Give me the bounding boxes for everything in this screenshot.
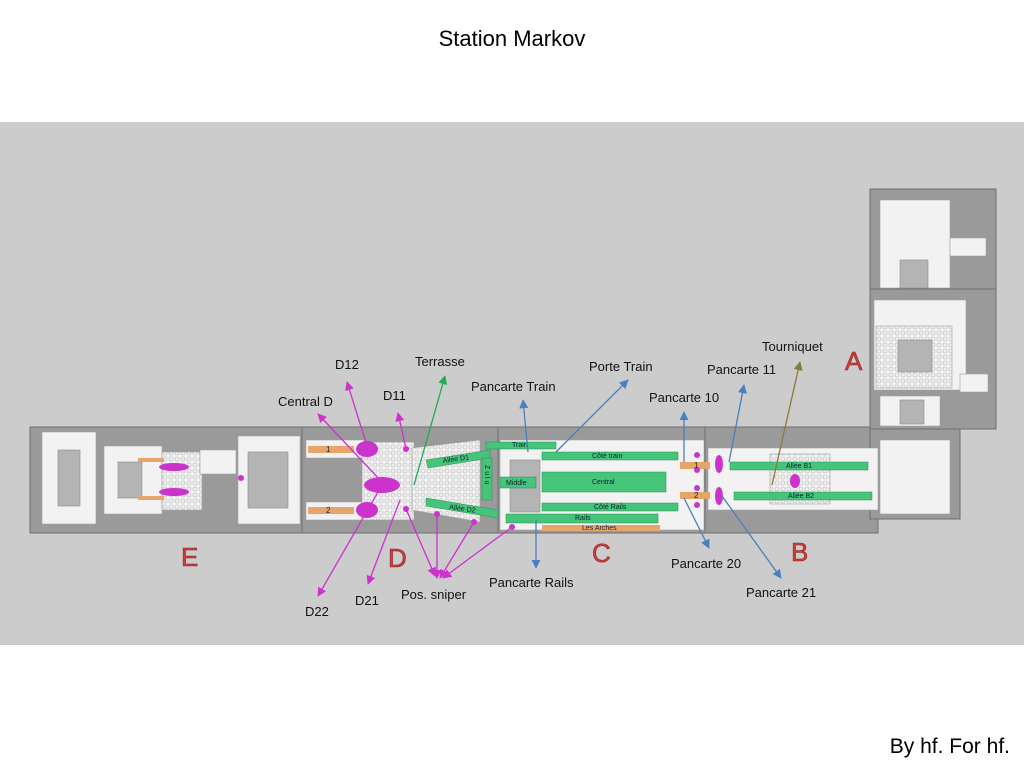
callout-pancarte-11: Pancarte 11 bbox=[707, 362, 776, 377]
area-middle bbox=[499, 476, 537, 489]
area-label-middle: Middle bbox=[506, 480, 527, 487]
area-label-rails: Rails bbox=[575, 515, 591, 522]
callout-pancarte-rails: Pancarte Rails bbox=[489, 575, 574, 590]
pad-label-1-left: 1 bbox=[326, 445, 331, 454]
zone-c: C bbox=[592, 538, 611, 568]
pad-label-2-right: 2 bbox=[694, 491, 699, 500]
callout-d21: D21 bbox=[355, 593, 379, 608]
area-central bbox=[541, 471, 667, 493]
zone-a: A bbox=[845, 346, 863, 376]
callout-d11: D11 bbox=[383, 388, 406, 403]
area-label-allee-d1: Allée D1 bbox=[442, 454, 469, 465]
zone-letters: A B C D E bbox=[181, 346, 864, 574]
area-zulu bbox=[481, 457, 493, 501]
callout-pancarte-21: Pancarte 21 bbox=[746, 585, 816, 600]
callout-pancarte-10: Pancarte 10 bbox=[649, 390, 719, 405]
area-train bbox=[485, 441, 557, 450]
callout-d12: D12 bbox=[335, 357, 359, 372]
area-label-cote-train: Côté train bbox=[592, 453, 622, 460]
credit-text: By hf. For hf. bbox=[889, 735, 1010, 758]
area-label-allee-b1: Allée B1 bbox=[786, 463, 812, 470]
area-label-central: Central bbox=[592, 479, 615, 486]
page-title: Station Markov bbox=[438, 26, 586, 51]
named-areas bbox=[425, 441, 873, 524]
zone-b: B bbox=[791, 537, 808, 567]
area-label-allee-d2: Allée D2 bbox=[449, 504, 476, 515]
callout-d22: D22 bbox=[305, 604, 329, 619]
callout-porte-train: Porte Train bbox=[589, 359, 653, 374]
area-allee-b1 bbox=[729, 461, 869, 471]
pad-label-1-right: 1 bbox=[694, 461, 699, 470]
area-cote-train bbox=[541, 451, 679, 461]
area-label-les-arches: Les Arches bbox=[582, 525, 617, 532]
area-label-train: Train bbox=[512, 442, 528, 449]
area-label-zulu: Z u l u bbox=[483, 465, 490, 485]
callout-pancarte-20: Pancarte 20 bbox=[671, 556, 741, 571]
area-label-cote-rails: Côté Rails bbox=[594, 504, 627, 511]
area-labels: Train Côté train Central Côté Rails Rail… bbox=[326, 442, 814, 532]
area-rails bbox=[505, 513, 659, 524]
area-allee-d2 bbox=[425, 497, 499, 519]
zone-d: D bbox=[388, 543, 407, 573]
area-cote-rails bbox=[541, 502, 679, 512]
markers bbox=[159, 441, 800, 530]
map-background bbox=[0, 122, 1024, 645]
callout-terrasse: Terrasse bbox=[415, 354, 465, 369]
callout-central-d: Central D bbox=[278, 394, 333, 409]
zone-e: E bbox=[181, 542, 198, 572]
area-allee-b2 bbox=[733, 491, 873, 501]
pad-label-2-left: 2 bbox=[326, 506, 331, 515]
walls bbox=[57, 259, 933, 513]
callout-labels: D12 Terrasse D11 Central D Pancarte Trai… bbox=[278, 339, 823, 619]
area-label-allee-b2: Allée B2 bbox=[788, 493, 814, 500]
callout-arrows bbox=[317, 361, 803, 597]
callout-tourniquet: Tourniquet bbox=[762, 339, 823, 354]
callout-pos-sniper: Pos. sniper bbox=[401, 587, 467, 602]
stairs bbox=[138, 446, 710, 531]
callout-pancarte-train: Pancarte Train bbox=[471, 379, 556, 394]
